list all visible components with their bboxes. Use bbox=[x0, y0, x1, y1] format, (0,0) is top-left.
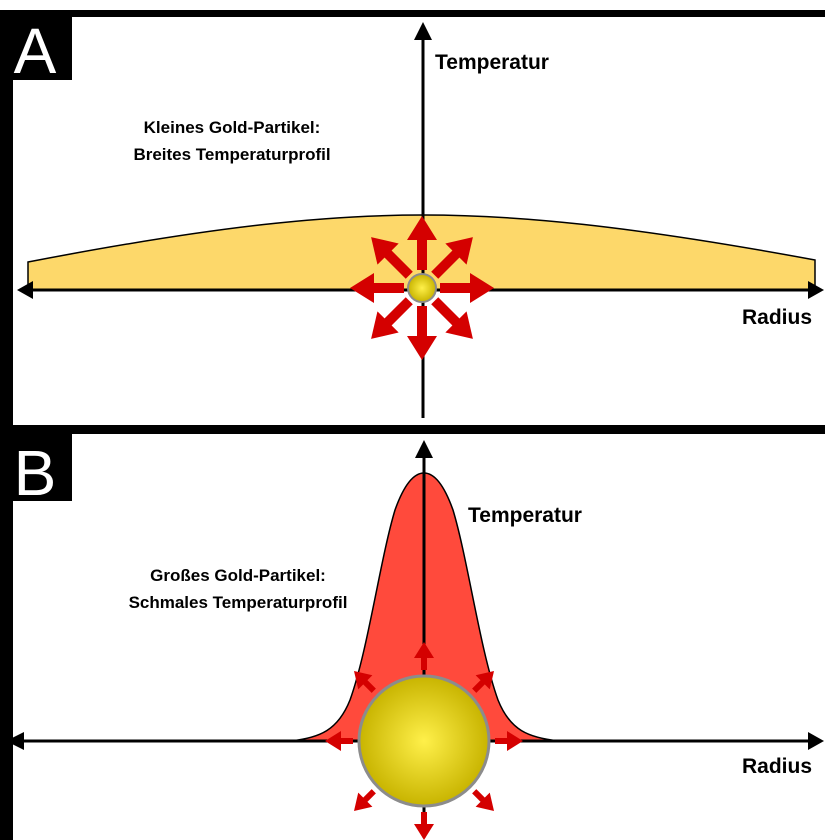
panel-a-caption-line1: Kleines Gold-Partikel: bbox=[144, 118, 321, 137]
panel-b-caption-line1: Großes Gold-Partikel: bbox=[150, 566, 326, 585]
panel-b-letter: B bbox=[14, 437, 57, 509]
panel-a-letter-badge bbox=[0, 10, 72, 80]
panel-b-caption-line2: Schmales Temperaturprofil bbox=[129, 593, 348, 612]
panel-a-x-axis-label: Radius bbox=[742, 306, 812, 329]
panel-a-caption-line2: Breites Temperaturprofil bbox=[133, 145, 330, 164]
gold-particle-icon bbox=[407, 273, 437, 303]
panel-b-x-axis-label: Radius bbox=[742, 755, 812, 778]
gold-particle-icon bbox=[357, 674, 491, 808]
panel-b-y-axis-label: Temperatur bbox=[468, 504, 582, 527]
panel-b: B Großes Gold-Partikel: Sc bbox=[0, 433, 824, 840]
heat-emission-arrows-icon bbox=[350, 216, 494, 360]
panel-a-letter: A bbox=[14, 15, 57, 87]
panel-b-letter-badge bbox=[0, 433, 72, 501]
panel-a: A Kleines Gold-Partikel: B bbox=[0, 10, 824, 418]
heat-emission-arrows-icon bbox=[325, 642, 523, 840]
panel-a-y-axis-label: Temperatur bbox=[435, 51, 549, 74]
